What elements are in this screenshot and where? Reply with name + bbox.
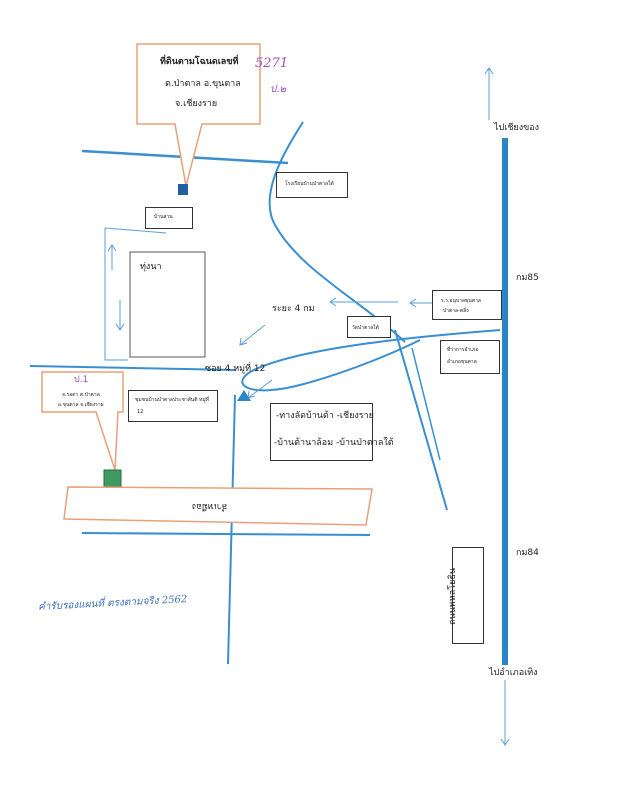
callout-bottom-tag: ป.1	[74, 375, 89, 385]
main-road-box: ถนนพหลโยธิน	[448, 547, 484, 644]
soi-label: ซอย 4 หมู่ที่ 12	[205, 364, 266, 374]
km85-label: กม85	[516, 273, 539, 283]
bottom-road	[81, 532, 371, 536]
canal-label: ลำเหมือง	[192, 500, 228, 511]
route-note-box: -ทางลัดบ้านต้า -เชียงราย -บ้านต้านาล้อม …	[270, 403, 394, 461]
handwritten-deed-no: 5271	[255, 56, 289, 71]
house-box: บ้านสวน	[145, 207, 193, 229]
east-road	[411, 347, 441, 461]
district-line2: อำเภอขุนตาล	[447, 359, 477, 365]
callout-bottom-line2: อ.ขุนตาล จ.เชียงราย	[58, 402, 104, 408]
district-line1: ที่ว่าการอำเภอ	[447, 347, 479, 353]
callout-bottom	[41, 371, 124, 471]
curving-road	[268, 121, 406, 343]
handwritten-p2: ป.๒	[270, 84, 287, 95]
south-road	[227, 394, 236, 665]
canal-band	[63, 486, 373, 526]
arrow-distance	[239, 324, 266, 346]
callout-top-line3: จ.เชียงราย	[175, 99, 218, 109]
main-road-label: ถนนพหลโยธิน	[448, 567, 459, 625]
arrow-temple	[329, 297, 398, 307]
marker-bottom	[103, 469, 122, 488]
community-box: ชุมชนบ้านป่าตาลประชาสันติ หมู่ที่ 12	[128, 390, 218, 422]
rice-field-box	[129, 251, 206, 358]
arrow-to-chiang-khong	[484, 67, 494, 120]
arrow-to-thoeng	[500, 680, 510, 746]
hospital-box: ร.ร.อนุบาลขุนตาล ป่าตาล-ตลิ่ง	[432, 290, 502, 320]
east-branch-road	[394, 329, 448, 511]
temple-box: วัดป่าตาลใต้	[347, 316, 391, 338]
callout-bottom-line1: จ.รอดา ต.ป่าตาล	[62, 392, 100, 398]
route-note-line1: -ทางลัดบ้านต้า -เชียงราย	[276, 411, 374, 421]
hospital-line1: ร.ร.อนุบาลขุนตาล	[441, 298, 481, 304]
road-loop	[241, 329, 501, 392]
callout-top	[136, 43, 261, 187]
community-line1: ชุมชนบ้านป่าตาลประชาสันติ หมู่ที่	[135, 397, 209, 403]
callout-top-line2: ต.ป่าตาล อ.ขุนตาล	[165, 79, 241, 89]
school-box: โรงเรียนบ้านป่าตาลใต้	[276, 172, 348, 198]
hospital-line2: ป่าตาล-ตลิ่ง	[443, 308, 469, 314]
callout-top-line1: ที่ดินตามโฉนดเลขที่	[160, 57, 239, 67]
house-label: บ้านสวน	[154, 214, 173, 220]
km84-label: กม84	[516, 548, 539, 558]
to-chiang-khong-label: ไปเชียงของ	[494, 123, 540, 133]
temple-label: วัดป่าตาลใต้	[352, 325, 379, 331]
rice-field-label: ทุ่งนา	[140, 262, 162, 272]
route-note-line2: -บ้านต้านาล้อม -บ้านป่าตาลใต้	[274, 438, 394, 448]
community-line2: 12	[137, 409, 144, 415]
marker-top	[178, 184, 188, 195]
triangle-marker	[237, 390, 251, 401]
soi-road	[29, 365, 236, 371]
school-label: โรงเรียนบ้านป่าตาลใต้	[285, 181, 334, 187]
to-thoeng-label: ไปอำเภอเทิง	[489, 668, 538, 678]
district-box: ที่ว่าการอำเภอ อำเภอขุนตาล	[440, 340, 500, 374]
distance-label: ระยะ 4 กม	[272, 304, 315, 314]
